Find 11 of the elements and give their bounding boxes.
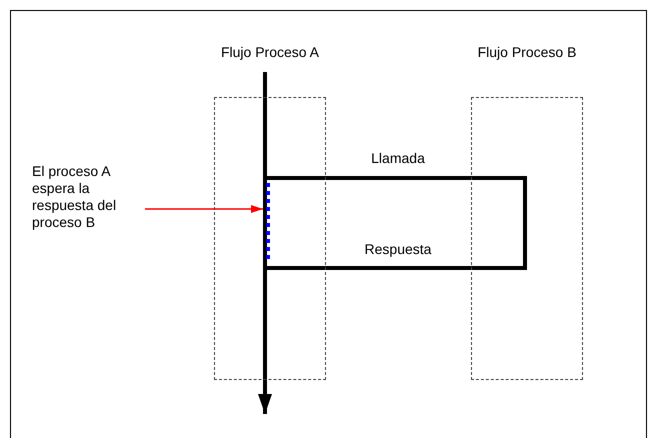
wait-bar: [264, 183, 272, 259]
edge-label: Llamada: [371, 150, 425, 166]
flow-arrow: [258, 380, 272, 414]
flow-line: [326, 266, 471, 270]
pointer-arrow: [145, 205, 263, 213]
flow-line: [326, 176, 471, 180]
edge-label: Respuesta: [364, 241, 432, 257]
note-text: El proceso A espera la respuesta del proceso B: [32, 163, 152, 233]
lane-heading: Flujo Proceso B: [478, 44, 576, 60]
flow-line: [263, 72, 267, 97]
lane-heading: Flujo Proceso A: [220, 44, 320, 60]
